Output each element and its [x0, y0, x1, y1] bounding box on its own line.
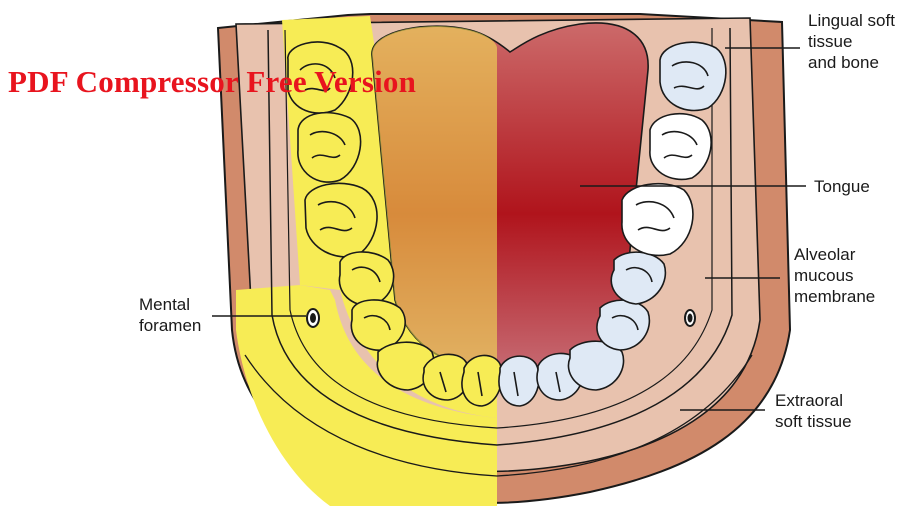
tooth-left-premolar-1 — [339, 252, 393, 305]
label-mental-foramen: Mental foramen — [139, 294, 201, 336]
mental-foramen-right-inner — [688, 314, 693, 323]
tooth-left-molar-3 — [305, 183, 377, 256]
tooth-right-molar-2 — [650, 114, 711, 180]
label-lingual-soft-tissue: Lingual soft tissue and bone — [808, 10, 895, 73]
label-alveolar-mucous-membrane: Alveolar mucous membrane — [794, 244, 875, 307]
label-tongue: Tongue — [814, 176, 870, 197]
label-extraoral-soft-tissue: Extraoral soft tissue — [775, 390, 852, 432]
mental-foramen-left-inner — [310, 313, 316, 323]
tooth-right-incisor-1 — [499, 356, 539, 406]
tooth-right-molar-1 — [660, 42, 726, 110]
pdf-compressor-watermark: PDF Compressor Free Version — [8, 64, 416, 100]
tooth-right-molar-3 — [622, 184, 693, 256]
